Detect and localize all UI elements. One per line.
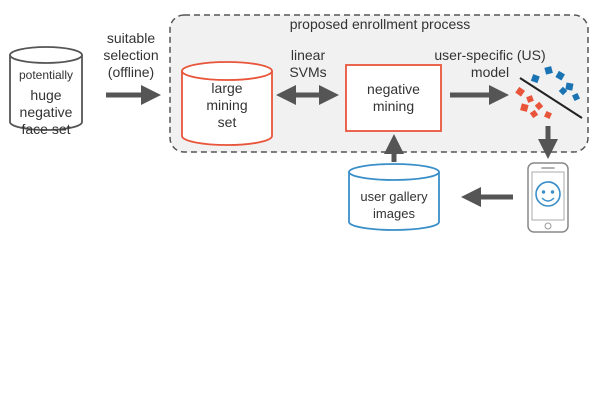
source-line-2: huge [30, 87, 62, 103]
model-label: user-specific (US) model [425, 47, 555, 81]
classifier-scatter-icon [515, 66, 583, 119]
gallery-line-2: images [373, 206, 415, 221]
svm-label: linear SVMs [283, 47, 333, 81]
svm-line-1: linear [290, 47, 326, 63]
model-line-1: user-specific (US) [434, 47, 546, 63]
gallery-label: user gallery images [349, 188, 439, 222]
mining-set-line-1: large [211, 80, 243, 96]
mining-set-database-icon [181, 61, 273, 146]
negative-mining-line-1: negative [367, 81, 420, 97]
source-line-3: negative [19, 104, 73, 120]
selection-line-2: selection [103, 47, 159, 63]
smiley-face-icon [535, 181, 561, 207]
source-database-icon [9, 46, 83, 131]
mining-set-label: large mining set [182, 80, 272, 131]
negative-mining-label: negative mining [346, 81, 441, 115]
model-line-2: model [470, 64, 510, 80]
negative-mining-line-2: mining [372, 98, 415, 114]
gallery-database-icon [348, 163, 440, 231]
selection-line-3: (offline) [107, 64, 155, 80]
negative-mining-box [345, 64, 442, 132]
gallery-line-1: user gallery [360, 189, 428, 204]
source-line-1: potentially [18, 68, 74, 82]
process-title: proposed enrollment process [289, 16, 471, 32]
source-database-label: potentially huge negative face set [8, 67, 84, 138]
svm-line-2: SVMs [289, 64, 327, 80]
source-line-4: face set [21, 121, 71, 137]
mining-set-line-3: set [217, 114, 237, 130]
selection-label: suitable selection (offline) [98, 30, 164, 81]
selection-line-1: suitable [106, 30, 156, 46]
mining-set-line-2: mining [206, 97, 248, 113]
